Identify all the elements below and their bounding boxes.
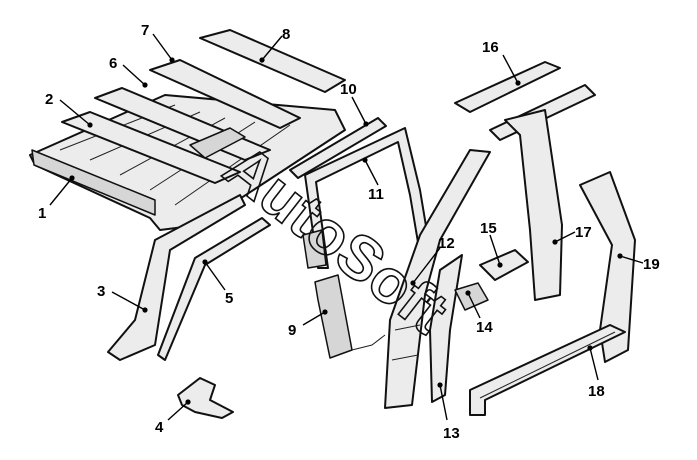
roof-bow-6: [94, 87, 271, 161]
callout-1: 1: [38, 205, 46, 222]
callout-16: 16: [482, 39, 499, 56]
callout-14: 14: [476, 319, 493, 336]
callout-5: 5: [225, 290, 233, 307]
door-frame-11: [302, 127, 433, 269]
windshield-pillar-5: [157, 217, 271, 361]
callout-4: 4: [155, 419, 164, 436]
a-pillar-3: [107, 194, 246, 361]
callout-17: 17: [575, 224, 592, 241]
callout-numbers: 1 2 3 4 5 6 7 8 9 10 11 12 13 14 15 16 1…: [38, 22, 660, 442]
callout-18: 18: [588, 383, 605, 400]
callout-3: 3: [97, 283, 105, 300]
center-pillar-17: [504, 109, 563, 301]
callout-8: 8: [282, 26, 290, 43]
reinforcement-15: [479, 249, 529, 281]
callout-13: 13: [443, 425, 460, 442]
front-pillar-12: [384, 149, 491, 409]
rear-pillar-19: [579, 171, 636, 363]
roof-side-rail-10: [289, 117, 387, 179]
leaders: [49, 33, 644, 421]
inner-pillar-13: [429, 254, 463, 403]
roof-bow-7: [149, 59, 301, 129]
callout-10: 10: [340, 81, 357, 98]
callout-6: 6: [109, 55, 117, 72]
callout-19: 19: [643, 256, 660, 273]
callout-12: 12: [438, 235, 455, 252]
callout-9: 9: [288, 322, 296, 339]
rocker-sill-18: [469, 324, 626, 416]
corner-bracket-4: [177, 377, 234, 419]
roof-bow-2: [61, 111, 241, 184]
callout-15: 15: [480, 220, 497, 237]
b-pillar-trim-9: [314, 274, 386, 359]
callout-2: 2: [45, 91, 53, 108]
callout-7: 7: [141, 22, 149, 39]
roof-bow-8: [199, 29, 346, 93]
bracket-14: [454, 282, 489, 311]
callout-11: 11: [368, 186, 384, 203]
